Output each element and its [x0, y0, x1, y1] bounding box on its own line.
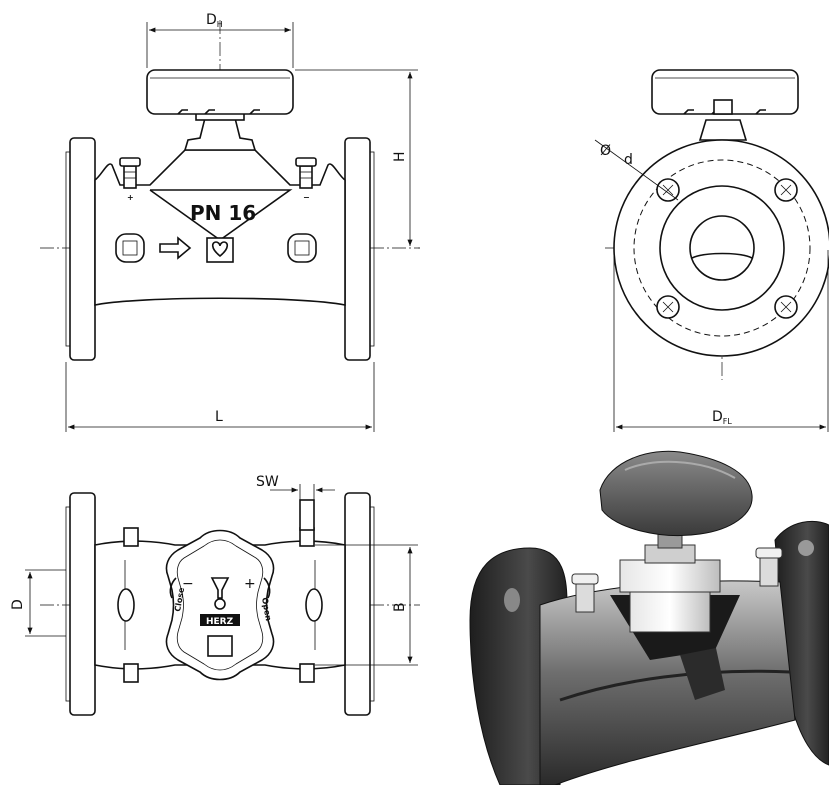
front-bonnet [183, 117, 257, 151]
heart-marking-box [206, 237, 234, 263]
render-right-test-point [755, 547, 783, 587]
adjuster-key-icon [210, 577, 230, 599]
top-right-flange [344, 492, 371, 716]
side-bonnet [698, 119, 748, 141]
dimension-label-h: H [392, 151, 408, 162]
front-left-flange [69, 137, 96, 361]
heart-icon [211, 241, 229, 258]
svg-text:+: + [127, 193, 134, 202]
brand-text: HERZ [206, 617, 234, 627]
render-left-test-point [571, 573, 599, 613]
front-left-flange-face [65, 151, 71, 347]
hole-diameter-leader [594, 139, 679, 201]
top-setting-window [207, 635, 233, 657]
close-label: Close [173, 586, 186, 612]
front-right-plug [287, 233, 317, 263]
dimension-label-l: L [215, 409, 223, 425]
front-right-flange-face [369, 151, 375, 347]
plus-marking: + [244, 576, 256, 592]
front-handwheel-ribs [177, 109, 260, 115]
top-left-flange [69, 492, 96, 716]
render-bonnet [619, 559, 721, 593]
dimension-label-d: D [10, 599, 26, 610]
dimension-label-b: B [392, 602, 408, 612]
front-right-flange [344, 137, 371, 361]
minus-marking: − [182, 576, 194, 592]
side-bore [689, 215, 755, 281]
front-view: PN 16 + − DH [40, 12, 420, 432]
top-right-handle [305, 588, 323, 622]
render-handwheel [599, 450, 753, 537]
dimension-label-phi: Ø [600, 143, 611, 159]
front-right-test-point: − [295, 157, 317, 202]
valve-cutaway-render [469, 450, 829, 785]
side-flange-raised-face [659, 185, 785, 311]
pressure-rating-text: PN 16 [190, 201, 256, 225]
flow-direction-arrow-icon [159, 236, 192, 260]
front-left-test-point: + [119, 157, 141, 202]
render-valve-body [539, 580, 796, 785]
open-label: Open [260, 597, 273, 622]
side-view: Ø d DFL [594, 69, 829, 432]
front-left-plug [115, 233, 145, 263]
brand-plate [200, 614, 240, 626]
render-bonnet-body [629, 591, 711, 633]
front-handwheel [146, 69, 294, 115]
svg-text:−: − [303, 193, 310, 202]
top-handwheel [165, 529, 275, 681]
dimension-label-sw: SW [256, 474, 279, 490]
dimension-label-d-small: d [624, 152, 633, 168]
front-valve-body [94, 149, 346, 306]
dimension-label-dh: DH [206, 12, 223, 29]
side-stem [713, 99, 733, 115]
front-funnel-marking [150, 189, 293, 241]
top-view: HERZ Close Open − + SW D [10, 474, 420, 716]
top-left-handle [117, 588, 135, 622]
dimension-label-dfl: DFL [712, 409, 732, 426]
bolt-circle [633, 159, 811, 337]
side-flange-outer-circle [613, 139, 829, 357]
